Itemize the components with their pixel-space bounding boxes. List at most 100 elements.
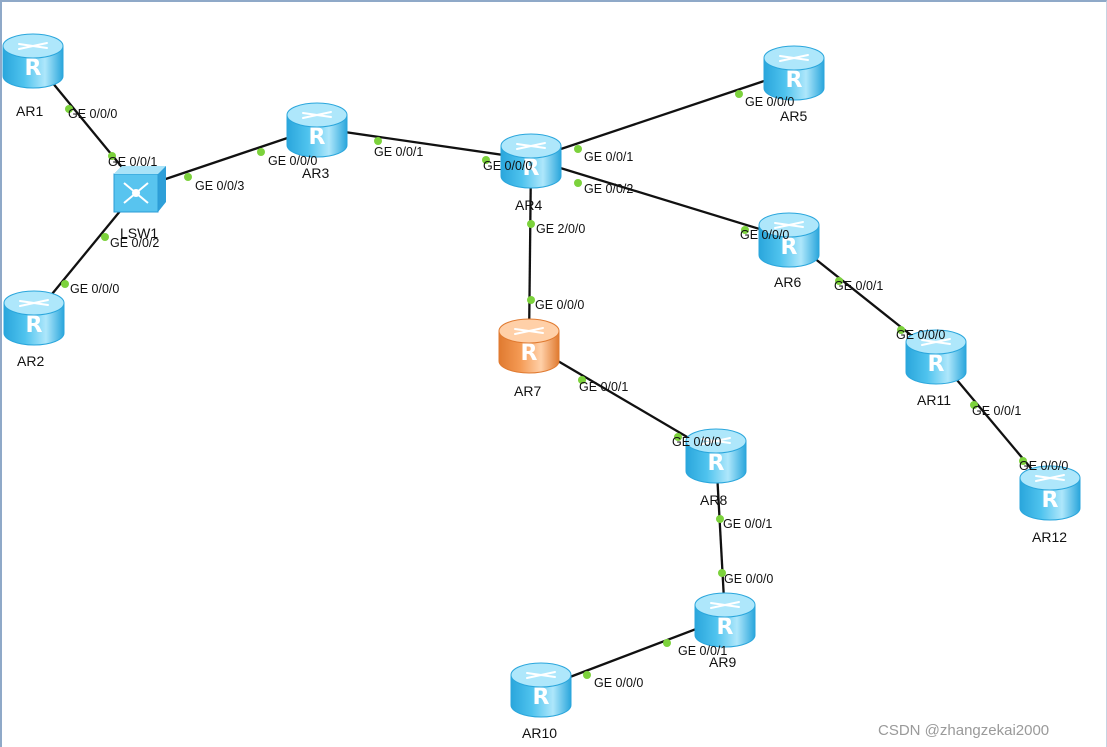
port-dot[interactable]	[735, 90, 743, 98]
link-ar3-ar4[interactable]	[316, 126, 532, 161]
router-icon: R	[758, 212, 820, 268]
device-ar6[interactable]: R AR6	[758, 212, 820, 290]
port-dot[interactable]	[578, 376, 586, 384]
port-dot[interactable]	[108, 152, 116, 160]
svg-text:R: R	[786, 68, 803, 93]
port-dot[interactable]	[835, 277, 843, 285]
port-dot[interactable]	[482, 156, 490, 164]
port-dot[interactable]	[674, 433, 682, 441]
port-label: GE 0/0/0	[268, 154, 317, 168]
port-dot[interactable]	[583, 671, 591, 679]
device-label: AR3	[302, 165, 329, 181]
port-label: GE 0/0/0	[68, 107, 117, 121]
link-ar4-ar6[interactable]	[530, 157, 790, 240]
router-icon: R	[685, 428, 747, 484]
svg-text:R: R	[708, 451, 725, 476]
svg-text:R: R	[533, 685, 550, 710]
watermark: CSDN @zhangzekai2000	[878, 722, 1049, 739]
device-label: AR11	[917, 392, 951, 408]
port-dot[interactable]	[574, 145, 582, 153]
link-ar7-ar8[interactable]	[528, 343, 717, 455]
device-ar10[interactable]: R AR10	[510, 662, 572, 741]
device-label: AR8	[700, 492, 727, 508]
port-label: GE 0/0/0	[1019, 459, 1068, 473]
port-label: GE 0/0/1	[374, 145, 423, 159]
router-icon: R	[500, 133, 562, 189]
link-ar4-ar7[interactable]	[527, 158, 533, 345]
device-label: AR2	[17, 353, 44, 369]
device-label: AR9	[709, 654, 736, 670]
svg-text:R: R	[523, 156, 540, 181]
port-label: GE 0/0/1	[678, 644, 727, 658]
device-label: AR12	[1032, 529, 1067, 545]
device-ar5[interactable]: R AR5	[763, 45, 825, 124]
port-dot[interactable]	[101, 233, 109, 241]
port-label: GE 0/0/0	[672, 435, 721, 449]
device-ar2[interactable]: R AR2	[3, 290, 65, 369]
router-icon: R	[498, 318, 560, 374]
port-label: GE 0/0/0	[70, 282, 119, 296]
device-lsw1[interactable]: LSW1	[113, 166, 166, 241]
device-ar8[interactable]: R AR8	[685, 428, 747, 508]
device-ar9[interactable]: R AR9	[694, 592, 756, 670]
router-icon: R	[3, 290, 65, 346]
port-dot[interactable]	[527, 296, 535, 304]
port-dot[interactable]	[374, 137, 382, 145]
svg-text:R: R	[25, 56, 42, 81]
router-icon: R	[2, 33, 64, 89]
svg-text:R: R	[521, 341, 538, 366]
svg-text:R: R	[928, 352, 945, 377]
link-ar4-ar5[interactable]	[530, 69, 795, 161]
port-label: GE 0/0/2	[584, 182, 633, 196]
device-ar3[interactable]: R AR3	[286, 102, 348, 181]
router-icon: R	[763, 45, 825, 101]
switch-icon	[113, 166, 166, 213]
port-dot[interactable]	[897, 326, 905, 334]
svg-text:R: R	[1042, 488, 1059, 513]
port-dot[interactable]	[663, 639, 671, 647]
svg-text:R: R	[781, 235, 798, 260]
port-dot[interactable]	[741, 226, 749, 234]
port-dot[interactable]	[718, 569, 726, 577]
port-dot[interactable]	[716, 515, 724, 523]
port-dot[interactable]	[61, 280, 69, 288]
device-label: AR7	[514, 383, 541, 399]
svg-text:R: R	[717, 615, 734, 640]
router-icon: R	[510, 662, 572, 718]
port-dot[interactable]	[65, 105, 73, 113]
port-label: GE 0/0/1	[972, 404, 1021, 418]
port-label: GE 2/0/0	[536, 222, 585, 236]
port-dot[interactable]	[257, 148, 265, 156]
port-label: GE 0/0/3	[195, 179, 244, 193]
port-dot[interactable]	[574, 179, 582, 187]
device-ar7[interactable]: R AR7	[498, 318, 560, 399]
svg-text:R: R	[309, 125, 326, 150]
link-ar9-ar10[interactable]	[540, 616, 726, 690]
router-icon: R	[1019, 465, 1081, 521]
port-label: GE 0/0/1	[834, 279, 883, 293]
port-label: GE 0/0/0	[483, 159, 532, 173]
port-dot[interactable]	[970, 401, 978, 409]
device-label: AR5	[780, 108, 807, 124]
device-label: AR6	[774, 274, 801, 290]
router-icon: R	[694, 592, 756, 648]
port-label: GE 0/0/0	[896, 328, 945, 342]
device-ar12[interactable]: R AR12	[1019, 465, 1081, 545]
port-dot[interactable]	[1019, 457, 1027, 465]
ports-layer: GE 0/0/0 GE 0/0/1 GE 0/0/0 GE 0/0/2 GE 0/0/3…	[61, 90, 1068, 690]
router-icon: R	[905, 329, 967, 385]
port-dot[interactable]	[527, 220, 535, 228]
port-label: GE 0/0/0	[740, 228, 789, 242]
router-icon: R	[286, 102, 348, 158]
port-label: GE 0/0/0	[724, 572, 773, 586]
svg-text:R: R	[26, 313, 43, 338]
device-ar11[interactable]: R AR11	[905, 329, 967, 408]
port-dot[interactable]	[184, 173, 192, 181]
device-label: AR10	[522, 725, 557, 741]
port-label: GE 0/0/1	[723, 517, 772, 531]
